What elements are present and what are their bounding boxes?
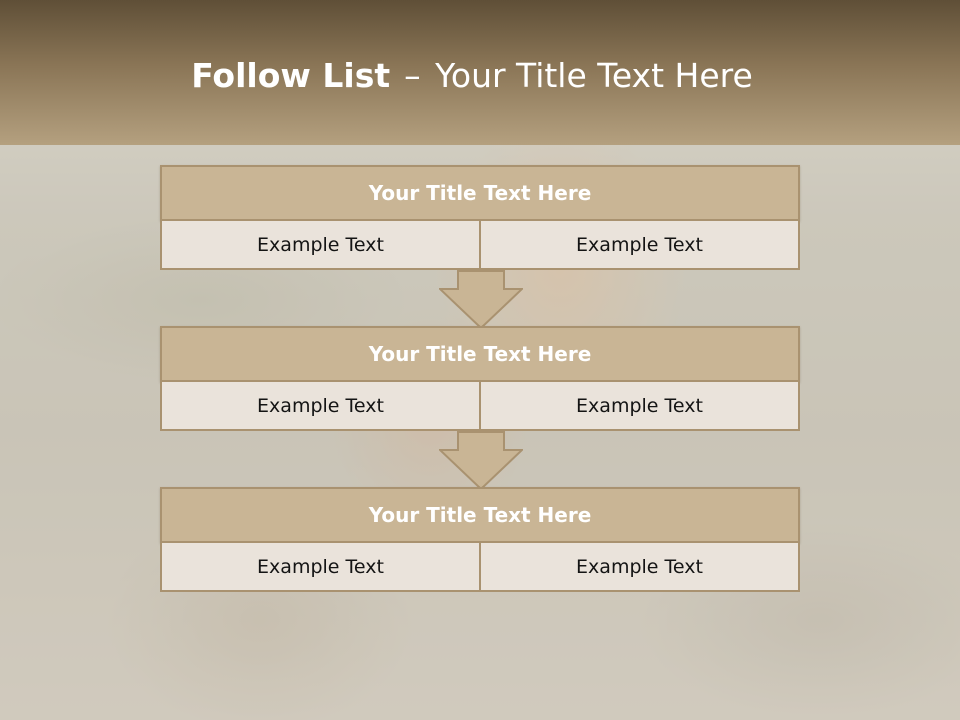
step-title-2: Your Title Text Here xyxy=(160,326,800,382)
step-row-2: Example Text Example Text xyxy=(160,382,800,431)
slide-title-rest: Your Title Text Here xyxy=(435,56,753,95)
step-block-1: Your Title Text Here Example Text Exampl… xyxy=(160,165,800,270)
step-row-3: Example Text Example Text xyxy=(160,543,800,592)
step-2-right-cell: Example Text xyxy=(481,382,800,431)
step-1-left-cell: Example Text xyxy=(160,221,481,270)
step-1-right-cell: Example Text xyxy=(481,221,800,270)
step-block-2: Your Title Text Here Example Text Exampl… xyxy=(160,326,800,431)
step-title-3: Your Title Text Here xyxy=(160,487,800,543)
step-3-left-cell: Example Text xyxy=(160,543,481,592)
header-band xyxy=(0,0,960,145)
step-row-1: Example Text Example Text xyxy=(160,221,800,270)
slide-title: Follow List– Your Title Text Here xyxy=(0,54,944,98)
down-arrow-icon xyxy=(439,270,523,330)
slide-title-separator: – xyxy=(404,56,421,95)
step-3-right-cell: Example Text xyxy=(481,543,800,592)
step-title-1: Your Title Text Here xyxy=(160,165,800,221)
step-2-left-cell: Example Text xyxy=(160,382,481,431)
down-arrow-icon xyxy=(439,431,523,491)
step-block-3: Your Title Text Here Example Text Exampl… xyxy=(160,487,800,592)
slide-title-bold: Follow List xyxy=(191,56,391,95)
